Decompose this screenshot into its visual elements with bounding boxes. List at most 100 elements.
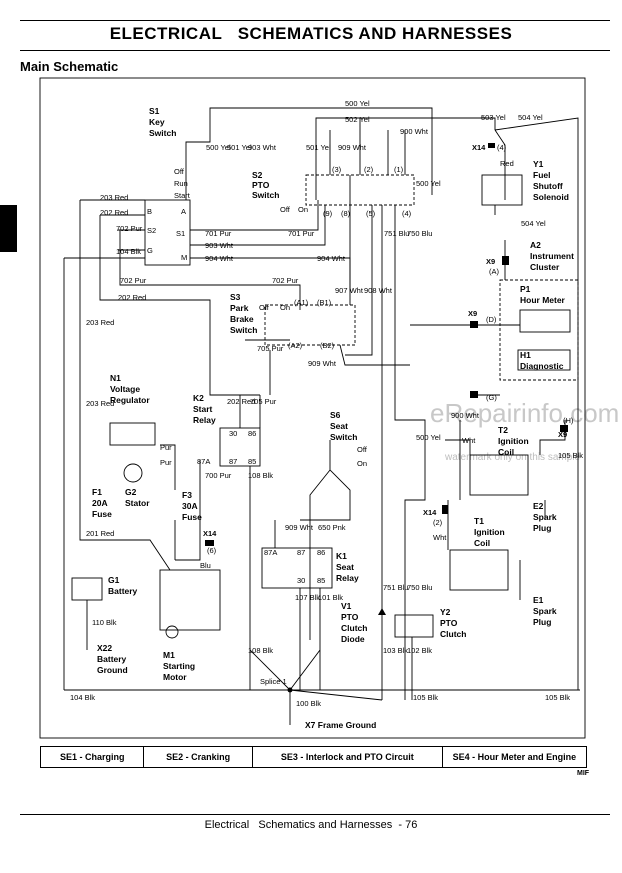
svg-text:Ground: Ground xyxy=(97,665,128,675)
svg-text:503 Yel: 503 Yel xyxy=(481,113,506,122)
svg-text:202 Red: 202 Red xyxy=(118,293,146,302)
svg-text:Hour Meter: Hour Meter xyxy=(520,295,566,305)
svg-text:Spark: Spark xyxy=(533,512,557,522)
svg-text:Wht: Wht xyxy=(462,436,476,445)
svg-text:PTO: PTO xyxy=(252,180,270,190)
svg-text:Battery: Battery xyxy=(97,654,127,664)
legend-se4: SE4 - Hour Meter and Engine xyxy=(452,752,577,762)
svg-text:K1: K1 xyxy=(336,551,347,561)
svg-text:P1: P1 xyxy=(520,284,531,294)
svg-text:502 Yel: 502 Yel xyxy=(345,115,370,124)
svg-text:(A2): (A2) xyxy=(288,341,303,350)
x9-top-connector xyxy=(502,256,509,265)
svg-text:Stator: Stator xyxy=(125,498,150,508)
svg-text:A2: A2 xyxy=(530,240,541,250)
svg-text:(4): (4) xyxy=(497,143,507,152)
subsystem-legend: SE1 - Charging SE2 - Cranking SE3 - Inte… xyxy=(40,746,587,768)
svg-text:S2: S2 xyxy=(252,170,263,180)
f3-label: F3 xyxy=(182,490,192,500)
svg-text:203 Red: 203 Red xyxy=(86,399,114,408)
svg-text:Wht: Wht xyxy=(433,533,447,542)
svg-text:750 Blu: 750 Blu xyxy=(407,229,432,238)
y1-label: Y1 xyxy=(533,159,544,169)
svg-text:903 Wht: 903 Wht xyxy=(205,241,234,250)
svg-text:Run: Run xyxy=(174,179,188,188)
svg-text:Seat: Seat xyxy=(336,562,354,572)
header-top-rule xyxy=(20,20,610,21)
x9-mid-connector xyxy=(470,321,478,328)
connector-labels: X14 (4) X9 (A) X9 (D) (G) (H) X9 X14 (6)… xyxy=(147,143,574,686)
svg-text:650 Pnk: 650 Pnk xyxy=(318,523,346,532)
svg-text:Switch: Switch xyxy=(330,432,357,442)
legend-se3: SE3 - Interlock and PTO Circuit xyxy=(253,747,443,767)
svg-text:F1: F1 xyxy=(92,487,102,497)
s3-label: S3 xyxy=(230,292,241,302)
svg-text:Diagnostic: Diagnostic xyxy=(520,361,564,371)
svg-text:F3: F3 xyxy=(182,490,192,500)
svg-text:751 Blu: 751 Blu xyxy=(384,229,409,238)
svg-text:X14: X14 xyxy=(423,508,437,517)
svg-text:701 Pur: 701 Pur xyxy=(205,229,232,238)
svg-text:30A: 30A xyxy=(182,501,198,511)
svg-text:B: B xyxy=(147,207,152,216)
a2-label: A2 xyxy=(530,240,541,250)
svg-text:(A1): (A1) xyxy=(294,298,309,307)
svg-text:705 Pur: 705 Pur xyxy=(257,344,284,353)
svg-text:PTO: PTO xyxy=(341,612,359,622)
footer-rule xyxy=(20,814,610,815)
svg-text:501 Yel: 501 Yel xyxy=(306,143,331,152)
svg-text:Motor: Motor xyxy=(163,672,187,682)
svg-text:500 Yel: 500 Yel xyxy=(345,99,370,108)
svg-text:S2: S2 xyxy=(147,226,156,235)
g2-label: G2 xyxy=(125,487,137,497)
svg-text:(2): (2) xyxy=(433,518,443,527)
splice-1-node xyxy=(287,687,293,693)
svg-text:Pur: Pur xyxy=(160,443,172,452)
svg-text:Blu: Blu xyxy=(200,561,211,570)
svg-text:Shutoff: Shutoff xyxy=(533,181,563,191)
svg-text:G2: G2 xyxy=(125,487,137,497)
legend-se2: SE2 - Cranking xyxy=(144,747,253,767)
svg-text:Start: Start xyxy=(193,404,213,414)
svg-text:Park: Park xyxy=(230,303,249,313)
svg-text:(B1): (B1) xyxy=(317,298,332,307)
splice-label: Splice 1 xyxy=(260,677,287,686)
svg-text:105 Blk: 105 Blk xyxy=(413,693,438,702)
svg-text:V1: V1 xyxy=(341,601,352,611)
svg-text:900 Wht: 900 Wht xyxy=(400,127,429,136)
svg-text:85: 85 xyxy=(317,576,325,585)
svg-text:Splice 1: Splice 1 xyxy=(260,677,287,686)
svg-text:Y2: Y2 xyxy=(440,607,451,617)
svg-text:108 Blk: 108 Blk xyxy=(248,471,273,480)
x7-label: X7 Frame Ground xyxy=(305,720,376,730)
v1-label: V1 xyxy=(341,601,352,611)
svg-text:M: M xyxy=(181,253,187,262)
svg-text:Off: Off xyxy=(174,167,185,176)
svg-text:Red: Red xyxy=(500,159,514,168)
x14-k2-connector xyxy=(205,540,214,546)
svg-text:Instrument: Instrument xyxy=(530,251,574,261)
e1-label: E1 xyxy=(533,595,544,605)
svg-text:87A: 87A xyxy=(197,457,210,466)
section-tab-marker xyxy=(0,205,17,252)
svg-text:Regulator: Regulator xyxy=(110,395,150,405)
svg-text:X9: X9 xyxy=(468,309,477,318)
svg-text:Fuse: Fuse xyxy=(92,509,112,519)
watermark: eRepairinfo.com xyxy=(430,398,620,428)
g1-label: G1 xyxy=(108,575,120,585)
svg-text:909 Wht: 909 Wht xyxy=(285,523,314,532)
svg-text:Coil: Coil xyxy=(498,447,514,457)
svg-text:On: On xyxy=(298,205,308,214)
x14-top-connector xyxy=(488,143,495,148)
svg-text:Clutch: Clutch xyxy=(341,623,367,633)
svg-text:S6: S6 xyxy=(330,410,341,420)
svg-text:X14: X14 xyxy=(472,143,486,152)
svg-text:S3: S3 xyxy=(230,292,241,302)
svg-text:(9): (9) xyxy=(323,209,333,218)
mif-mark: MIF xyxy=(577,770,590,777)
svg-text:Fuse: Fuse xyxy=(182,512,202,522)
svg-text:(3): (3) xyxy=(332,165,342,174)
svg-text:702 Pur: 702 Pur xyxy=(120,276,147,285)
svg-text:Solenoid: Solenoid xyxy=(533,192,569,202)
svg-text:Switch: Switch xyxy=(149,128,176,138)
